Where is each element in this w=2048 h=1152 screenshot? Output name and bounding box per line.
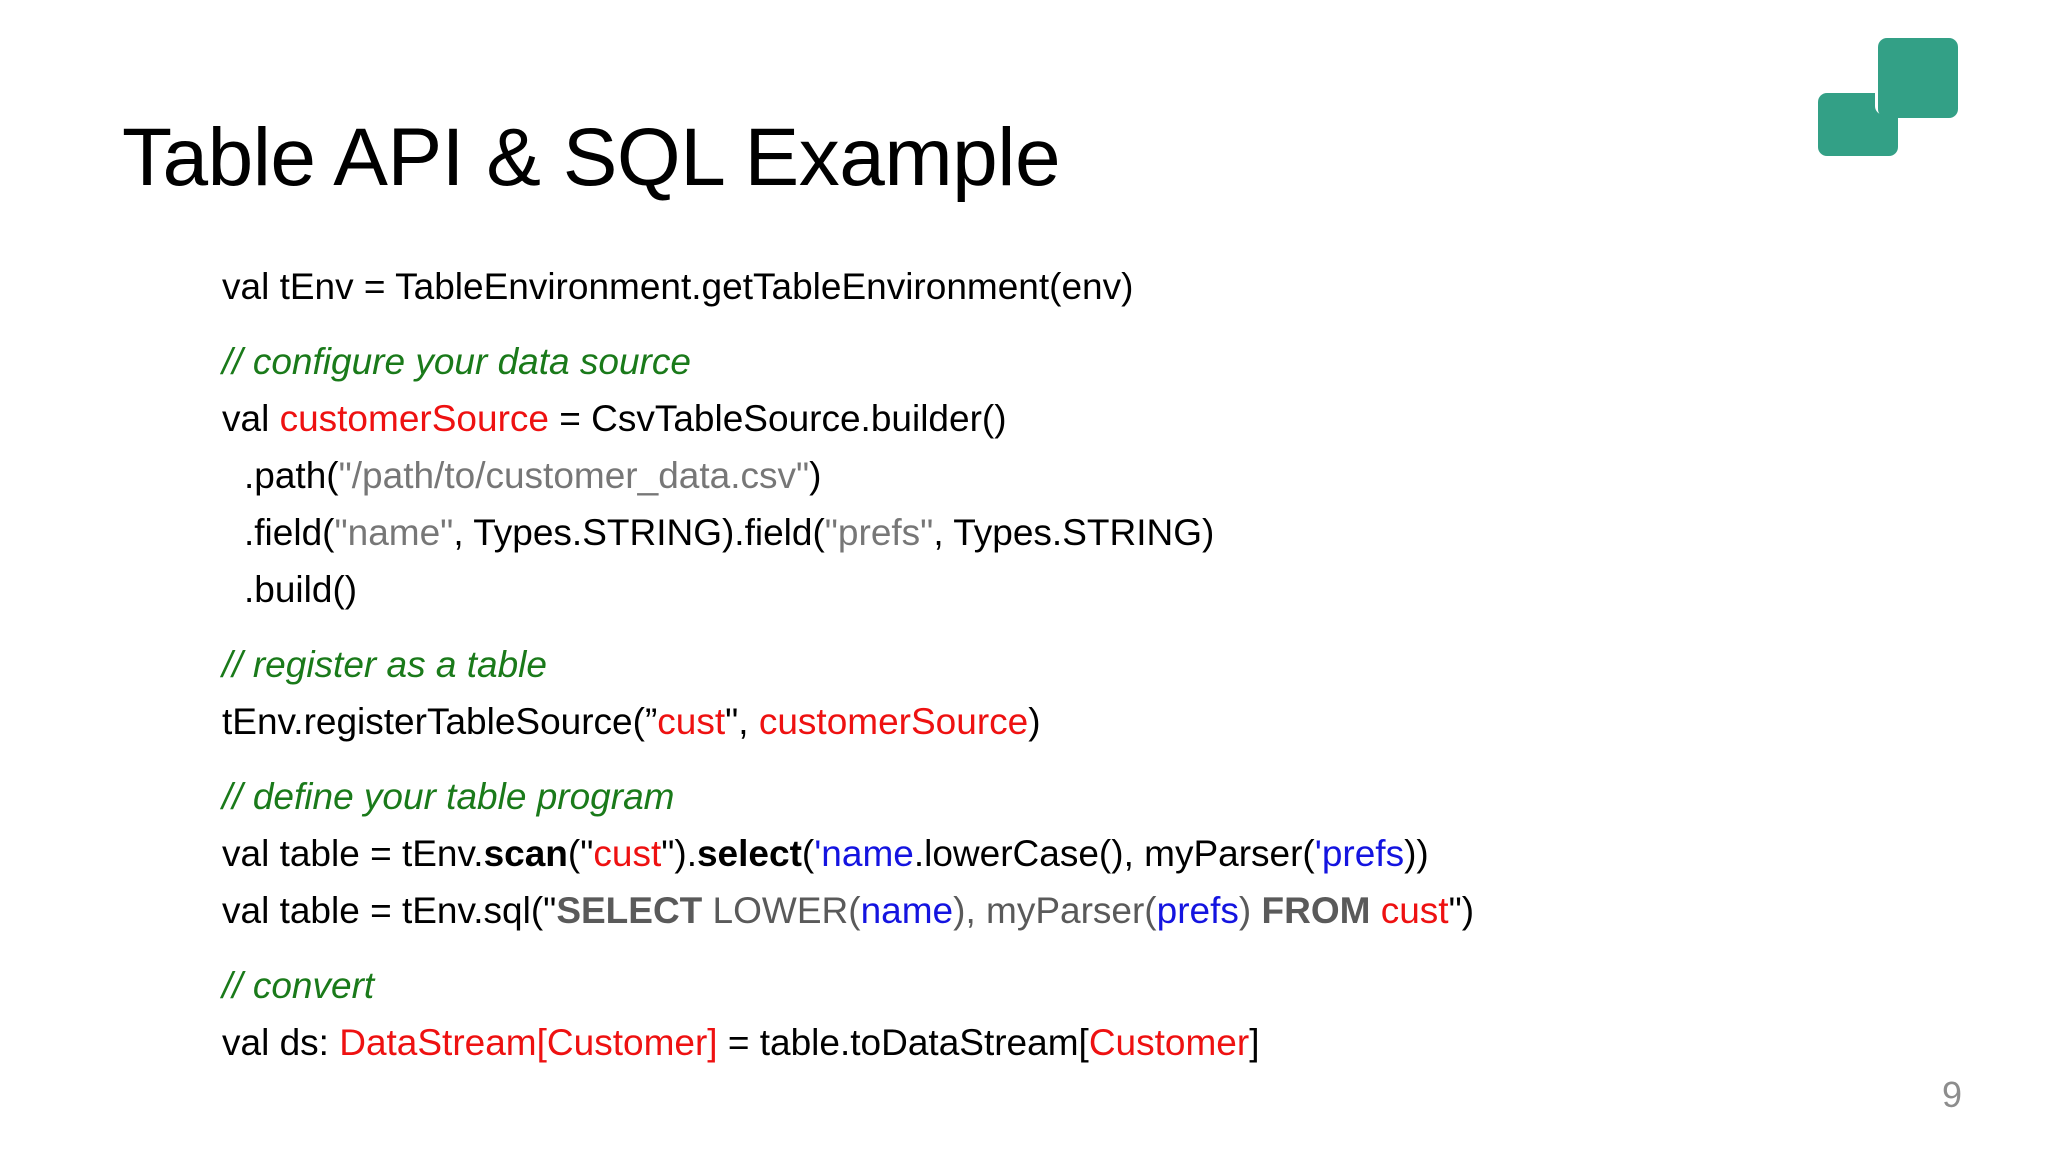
code-token: DataStream[Customer] [339, 1022, 718, 1063]
code-token: = table.toDataStream[ [717, 1022, 1089, 1063]
code-token: // configure your data source [222, 341, 691, 382]
code-token: ) [809, 455, 822, 496]
code-token: // define your table program [222, 776, 675, 817]
line-comment-define: // define your table program [222, 768, 1922, 825]
code-token: .build() [244, 569, 358, 610]
line-register: tEnv.registerTableSource(”cust", custome… [222, 693, 1922, 750]
code-token: name [860, 890, 954, 931]
code-token: cust [657, 701, 726, 742]
line-comment-configure: // configure your data source [222, 333, 1922, 390]
line-todatastream: val ds: DataStream[Customer] = table.toD… [222, 1014, 1922, 1071]
code-token: tEnv.registerTableSource(” [222, 701, 658, 742]
logo-square-front-icon [1878, 38, 1958, 118]
code-token: .lowerCase(), myParser( [913, 833, 1315, 874]
page-title: Table API & SQL Example [122, 111, 1061, 203]
code-token: 'name [814, 833, 914, 874]
code-token: FROM [1261, 890, 1371, 931]
line-path: .path("/path/to/customer_data.csv") [222, 447, 1922, 504]
code-token: LOWER( [702, 890, 861, 931]
code-token: = CsvTableSource.builder() [548, 398, 1007, 439]
line-table-scan: val table = tEnv.scan("cust").select('na… [222, 825, 1922, 882]
line-customersource: val customerSource = CsvTableSource.buil… [222, 390, 1922, 447]
code-token: , Types.STRING).field( [453, 512, 825, 553]
code-token: "/path/to/customer_data.csv" [338, 455, 810, 496]
code-token: val table = tEnv.sql(" [222, 890, 557, 931]
brand-logo [1818, 38, 1958, 156]
code-token: .path( [244, 455, 339, 496]
code-token: ") [1448, 890, 1475, 931]
code-token: val [222, 398, 280, 439]
code-token: Customer [1088, 1022, 1250, 1063]
code-token: 'prefs [1314, 833, 1405, 874]
code-token: // convert [222, 965, 375, 1006]
code-token: , [738, 701, 759, 742]
code-token: "name" [334, 512, 454, 553]
line-table-sql: val table = tEnv.sql("SELECT LOWER(name)… [222, 882, 1922, 939]
line-comment-register: // register as a table [222, 636, 1922, 693]
code-token: SELECT [556, 890, 703, 931]
code-token: ) [1238, 890, 1262, 931]
code-token: prefs [1156, 890, 1239, 931]
code-token: val tEnv = TableEnvironment.getTableEnvi… [222, 266, 1134, 307]
code-token [1370, 890, 1380, 931]
code-token: )) [1404, 833, 1429, 874]
code-token: cust [1380, 890, 1449, 931]
code-token: " [725, 701, 739, 742]
code-block: val tEnv = TableEnvironment.getTableEnvi… [222, 258, 1922, 1071]
code-token: ] [1249, 1022, 1260, 1063]
code-token: customerSource [279, 398, 549, 439]
code-token: val ds: [222, 1022, 340, 1063]
code-token: .field( [244, 512, 335, 553]
code-token: select [696, 833, 802, 874]
code-token: ( [801, 833, 815, 874]
code-token: , Types.STRING) [933, 512, 1215, 553]
code-token: (" [567, 833, 594, 874]
code-token: ), myParser( [953, 890, 1157, 931]
code-token: // register as a table [222, 644, 547, 685]
line-comment-convert: // convert [222, 957, 1922, 1014]
page-number: 9 [1941, 1074, 1962, 1115]
line-tenv: val tEnv = TableEnvironment.getTableEnvi… [222, 258, 1922, 315]
line-field: .field("name", Types.STRING).field("pref… [222, 504, 1922, 561]
code-token: ) [1028, 701, 1041, 742]
code-token: customerSource [758, 701, 1029, 742]
code-token: cust [593, 833, 662, 874]
code-token: val table = tEnv. [222, 833, 484, 874]
code-token: scan [483, 833, 568, 874]
code-token: "prefs" [824, 512, 934, 553]
line-build: .build() [222, 561, 1922, 618]
code-token: "). [661, 833, 697, 874]
